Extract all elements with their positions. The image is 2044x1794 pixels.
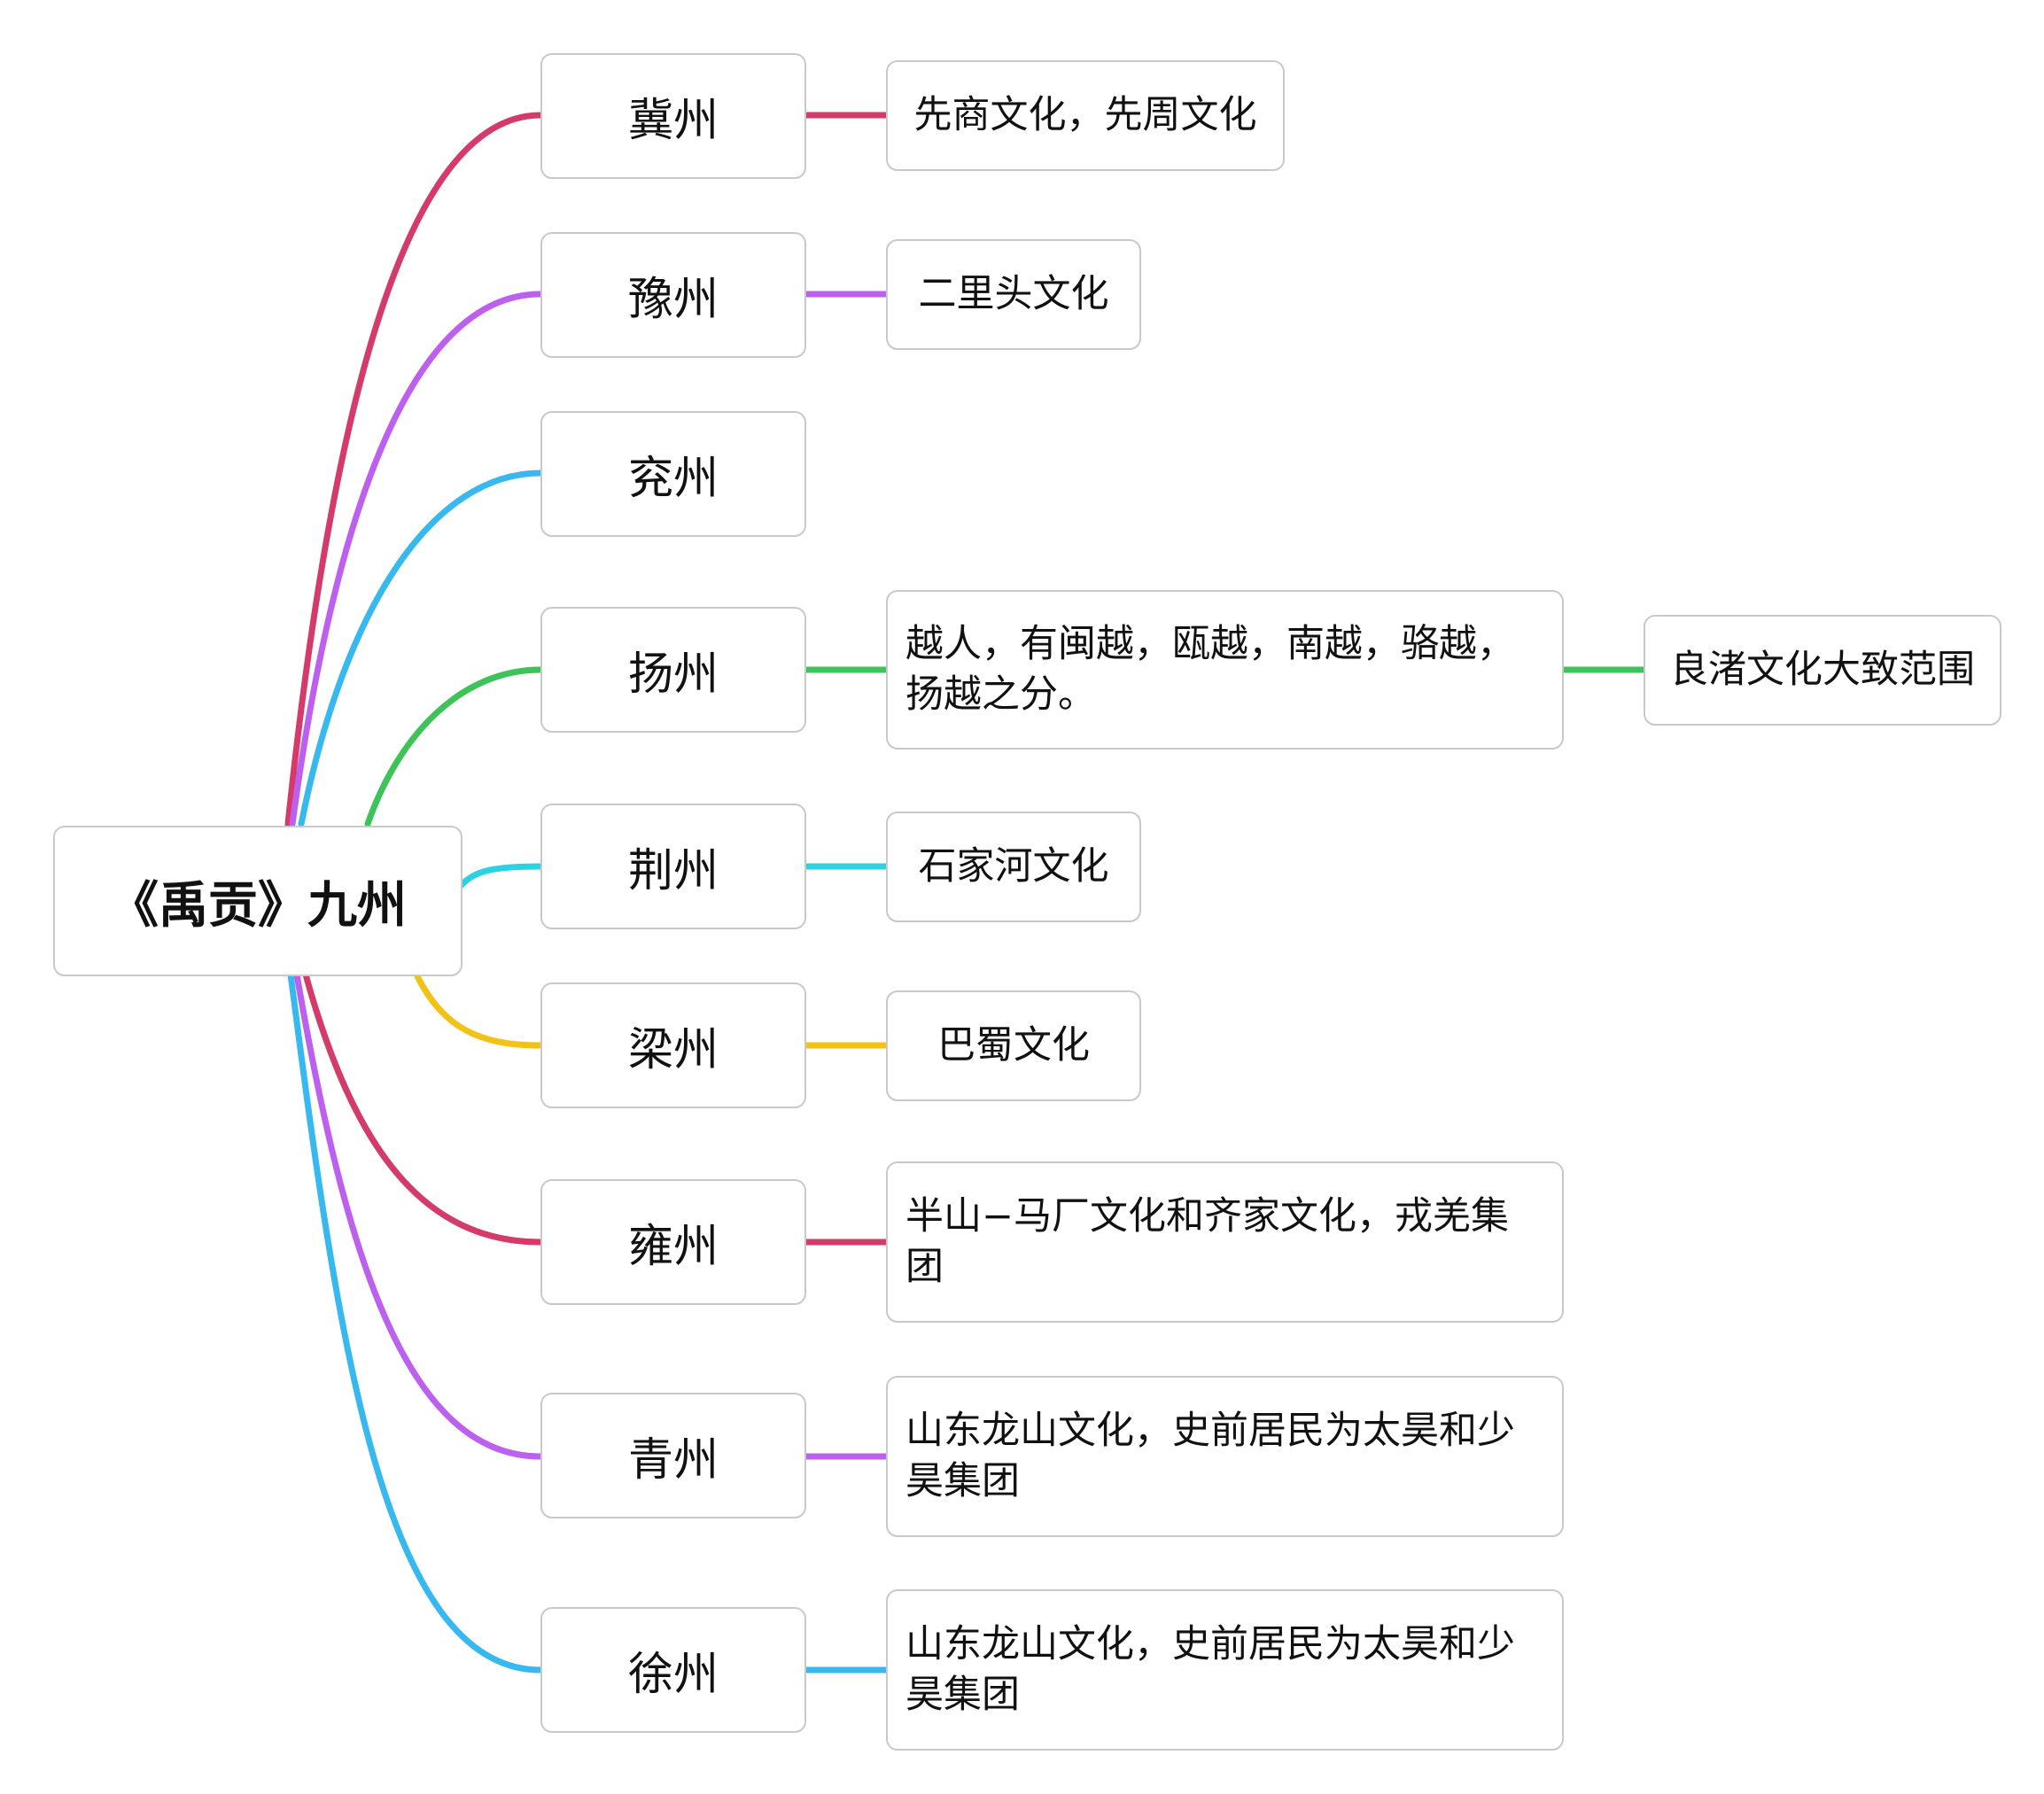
topic-yongzhou[interactable]: 雍州 [540,1179,806,1305]
connector-root-liangzhou [413,971,544,1049]
topic-yanzhou[interactable]: 兖州 [540,411,806,537]
detail-qingzhou[interactable]: 山东龙山文化，史前居民为太昊和少昊集团 [886,1376,1564,1537]
detail-jizhou[interactable]: 先商文化，先周文化 [886,60,1285,171]
detail-liangzhou[interactable]: 巴蜀文化 [886,990,1141,1101]
connector-root-jizhou [284,112,544,827]
connector-root-yuzhou [289,291,544,827]
topic-liangzhou[interactable]: 梁州 [540,982,806,1108]
detail-xuzhou[interactable]: 山东龙山文化，史前居民为太昊和少昊集团 [886,1589,1564,1751]
topic-yuzhou[interactable]: 豫州 [540,232,806,358]
connector-root-yanzhou [298,470,544,827]
detail-jingzhou[interactable]: 石家河文化 [886,812,1141,922]
connector-root-yangzhou [364,666,544,827]
connector-root-qingzhou [293,971,544,1460]
detail-yongzhou[interactable]: 半山−马厂文化和齐家文化，戎羌集团 [886,1161,1564,1323]
root-topic[interactable]: 《禹贡》九州 [53,826,462,976]
connector-root-jingzhou [457,863,544,889]
detail-yuzhou[interactable]: 二里头文化 [886,239,1141,350]
connector-root-xuzhou [287,971,544,1674]
connector-root-yongzhou [302,971,544,1246]
topic-yangzhou[interactable]: 扬州 [540,607,806,733]
topic-xuzhou[interactable]: 徐州 [540,1607,806,1733]
topic-jizhou[interactable]: 冀州 [540,53,806,179]
topic-qingzhou[interactable]: 青州 [540,1393,806,1518]
topic-jingzhou[interactable]: 荆州 [540,804,806,929]
extra-yangzhou[interactable]: 良渚文化大致范围 [1644,615,2001,726]
detail-yangzhou[interactable]: 越人，有闽越，瓯越，南越，骆越，扬越之分。 [886,590,1564,749]
